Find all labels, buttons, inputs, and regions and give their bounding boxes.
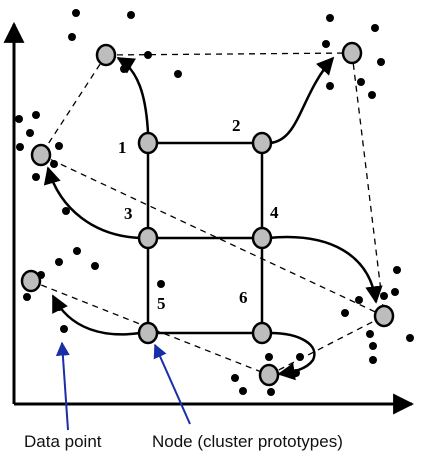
node-caption: Node (cluster prototypes) [152, 432, 343, 451]
data-point [393, 266, 401, 274]
data-point [15, 115, 23, 123]
data-point-caption: Data point [24, 432, 102, 451]
data-point [55, 258, 63, 266]
data-point [157, 280, 165, 288]
node-3 [137, 226, 159, 250]
node-5 [137, 321, 159, 345]
node-1 [137, 131, 159, 155]
data-point [371, 24, 379, 32]
data-point [23, 293, 31, 301]
data-point [391, 288, 399, 296]
data-point [144, 51, 152, 59]
data-point [73, 247, 81, 255]
data-point [91, 262, 99, 270]
curved-arrow [267, 235, 383, 304]
data-point [231, 374, 239, 382]
curved-arrow [269, 331, 316, 381]
curved-arrows [43, 56, 383, 381]
node-6 [251, 321, 273, 345]
curved-arrow [43, 166, 141, 240]
axes [3, 21, 415, 415]
data-point [239, 387, 247, 395]
data-point [267, 388, 275, 396]
dashed-link [105, 52, 353, 56]
dashed-link [351, 52, 385, 317]
data-point [26, 129, 34, 137]
data-point [16, 143, 24, 151]
node-callout-arrow [153, 343, 191, 425]
data-point [322, 40, 330, 48]
data-point [357, 78, 365, 86]
data-point [377, 58, 385, 66]
node-label-1: 1 [118, 138, 127, 157]
node-label-5: 5 [157, 294, 166, 313]
data-point [341, 309, 349, 317]
data-point [369, 356, 377, 364]
data-point [174, 70, 182, 78]
curved-arrow [269, 56, 335, 145]
node-2 [251, 131, 273, 155]
curved-arrow [51, 294, 141, 336]
data-point [406, 334, 414, 342]
dashed-link [40, 154, 385, 317]
cluster-node [20, 269, 42, 293]
data-point [368, 91, 376, 99]
data-point [55, 142, 63, 150]
node-4 [251, 226, 273, 250]
node-label-6: 6 [239, 288, 248, 307]
data-point [355, 296, 363, 304]
data-point [296, 353, 304, 361]
data-point [127, 11, 135, 19]
data-point [32, 111, 40, 119]
data-point-callout-arrow [55, 341, 70, 431]
data-point [369, 342, 377, 350]
data-point [68, 33, 76, 41]
node-label-4: 4 [270, 203, 279, 222]
cluster-node [30, 143, 52, 167]
cluster-node [95, 43, 117, 67]
nodes [20, 41, 395, 387]
data-point [265, 353, 273, 361]
data-point [326, 82, 334, 90]
data-point [366, 330, 374, 338]
curved-arrow [116, 56, 150, 134]
dashed-link [30, 280, 270, 376]
cluster-node [341, 41, 363, 65]
dashed-link [40, 54, 107, 156]
data-point [32, 173, 40, 181]
node-label-3: 3 [124, 204, 133, 223]
node-label-2: 2 [232, 116, 241, 135]
grid-edges [146, 141, 264, 335]
dashed-link [268, 315, 385, 376]
dashed-links [30, 52, 385, 376]
cluster-node [258, 363, 280, 387]
cluster-node [373, 304, 395, 328]
data-point [72, 9, 80, 17]
data-point [60, 325, 68, 333]
data-point [62, 207, 70, 215]
data-point [326, 14, 334, 22]
